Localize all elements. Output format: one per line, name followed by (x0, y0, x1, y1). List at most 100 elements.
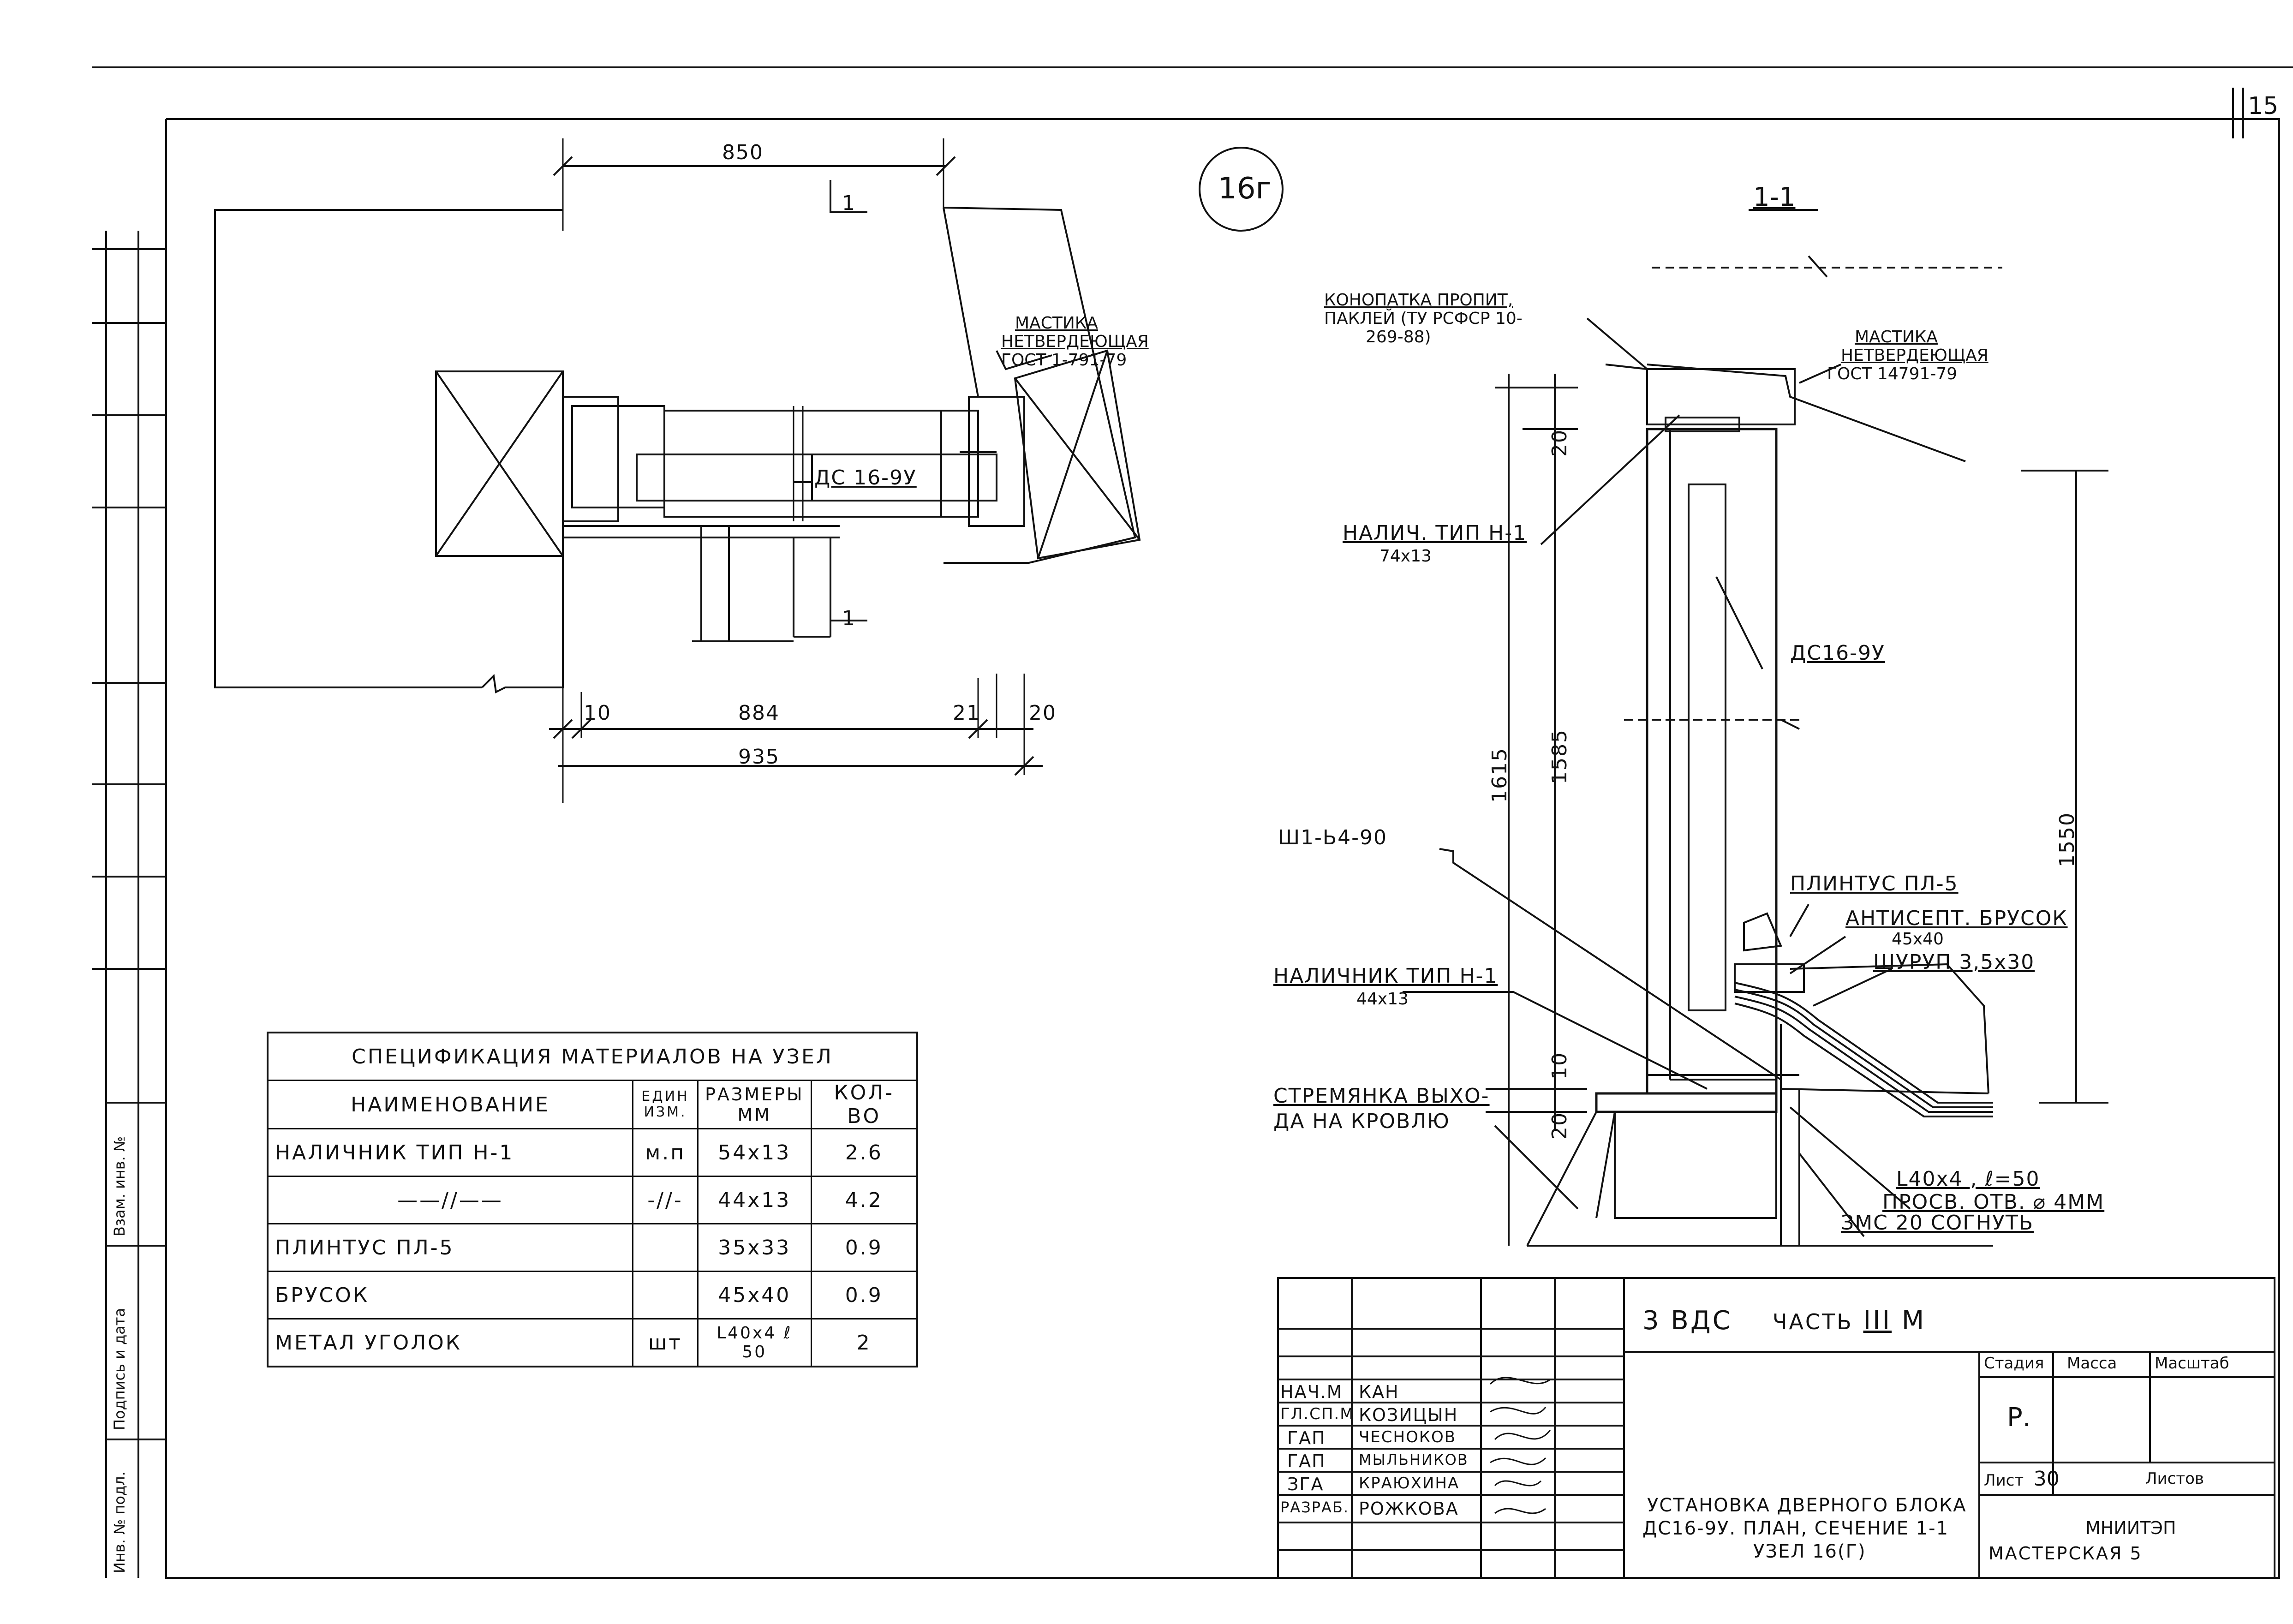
spec-cell-unit: -//- (632, 1176, 699, 1224)
section-ladder-2: ДА НА КРОВЛЮ (1273, 1110, 1450, 1133)
plan-dim-mid: 884 (738, 701, 780, 725)
section-product: Ш1-Ь4-90 (1278, 826, 1387, 849)
spec-header-name: НАИМЕНОВАНИЕ (267, 1080, 633, 1129)
section-dim-1585: 1585 (1548, 729, 1571, 784)
spec-cell-unit (632, 1223, 699, 1272)
section-angle-hole: ПРОСВ. ОТВ. ⌀ 4ММ (1882, 1190, 2105, 1214)
section-bend: ЗМС 20 СОГНУТЬ (1841, 1211, 2034, 1235)
tb-stage-header: Стадия (1984, 1354, 2044, 1373)
tb-project-code: 3 ВДС (1642, 1306, 1732, 1336)
tb-sheet-word: Лист (1984, 1471, 2024, 1490)
table-row: БРУСОК 45x40 0.9 (267, 1271, 918, 1320)
section-title: 1-1 (1753, 182, 1796, 212)
section-dim-1550: 1550 (2055, 812, 2079, 867)
plan-mastic-3: ГОСТ 1-791-79 (1001, 351, 1127, 370)
section-dim-20a: 20 (1548, 429, 1571, 457)
page-mark: 15 (2248, 92, 2279, 120)
table-row: МЕТАЛ УГОЛОК шт L40x4 ℓ 50 2 (267, 1318, 918, 1367)
tb-role-0: НАЧ.М (1280, 1382, 1343, 1402)
tb-name-3: МЫЛЬНИКОВ (1359, 1451, 1469, 1469)
plan-dim-r1: 21 (953, 701, 980, 725)
side-stamp-replace: Взам. инв. № (111, 1136, 128, 1236)
section-mastic-2: НЕТВЕРДЕЮЩАЯ (1841, 346, 1988, 365)
section-trim-bottom-size: 44x13 (1356, 990, 1409, 1009)
spec-cell-size: 54x13 (697, 1128, 812, 1177)
spec-header-unit: ЕДИН ИЗМ. (632, 1080, 699, 1129)
section-bar-size: 45x40 (1892, 930, 1944, 949)
spec-cell-size: L40x4 ℓ 50 (697, 1318, 812, 1367)
spec-cell-name: НАЛИЧНИК ТИП Н-1 (267, 1128, 633, 1177)
tb-stage-value: Р. (2007, 1403, 2031, 1433)
side-stamp-inv: Инв. № подл. (111, 1471, 128, 1573)
plan-door-label: ДС 16-9У (814, 466, 917, 490)
section-dim-10: 10 (1548, 1052, 1571, 1080)
tb-desc-1: УСТАНОВКА ДВЕРНОГО БЛОКА (1647, 1495, 1967, 1516)
spec-cell-qty: 4.2 (810, 1176, 918, 1224)
tb-name-0: КАН (1359, 1382, 1399, 1402)
spec-title-row: СПЕЦИФИКАЦИЯ МАТЕРИАЛОВ НА УЗЕЛ (267, 1032, 918, 1081)
table-row: ПЛИНТУС ПЛ-5 35x33 0.9 (267, 1223, 918, 1272)
plan-dim-total: 935 (738, 745, 780, 769)
spec-header-qty: КОЛ-ВО (810, 1080, 918, 1129)
section-bar: АНТИСЕПТ. БРУСОК (1845, 907, 2068, 930)
plan-mastic-1: МАСТИКА (1015, 314, 1098, 333)
tb-desc-3: УЗЕЛ 16(Г) (1753, 1541, 1866, 1562)
spec-cell-name: ——//—— (267, 1176, 633, 1224)
section-trim-top-size: 74x13 (1379, 547, 1432, 566)
section-caulk-2: ПАКЛЕЙ (ТУ РСФСР 10- (1324, 309, 1523, 328)
section-mastic-1: МАСТИКА (1855, 328, 1938, 346)
tb-mass-header: Масса (2067, 1354, 2117, 1373)
side-stamp-sign: Подпись и дата (111, 1308, 128, 1430)
tb-project: 3 ВДС ЧАСТЬ III М (1642, 1306, 1926, 1336)
spec-cell-qty: 2 (810, 1318, 918, 1367)
section-door-label: ДС16-9У (1790, 641, 1885, 665)
section-caulk-3: 269-88) (1366, 328, 1431, 346)
plan-dim-top: 850 (722, 141, 764, 164)
plan-dim-left: 10 (584, 701, 611, 725)
tb-scale-header: Масштаб (2155, 1354, 2229, 1373)
section-trim-top: НАЛИЧ. ТИП Н-1 (1343, 521, 1527, 545)
spec-cell-qty: 0.9 (810, 1271, 918, 1320)
spec-cell-unit (632, 1271, 699, 1320)
tb-org-1: МНИИТЭП (2085, 1518, 2176, 1538)
tb-name-5: РОЖКОВА (1359, 1499, 1459, 1519)
tb-part-suffix: М (1901, 1306, 1926, 1336)
tb-role-3: ГАП (1287, 1451, 1326, 1471)
tb-role-2: ГАП (1287, 1428, 1326, 1448)
section-dim-1615: 1615 (1488, 747, 1511, 803)
section-dim-20b: 20 (1548, 1112, 1571, 1140)
tb-org-2: МАСТЕРСКАЯ 5 (1988, 1543, 2143, 1564)
tb-part-num: III (1863, 1306, 1892, 1336)
plan-section-mark-bottom: 1 (842, 607, 856, 630)
table-row: ——//—— -//- 44x13 4.2 (267, 1176, 918, 1224)
section-caulk-1: КОНОПАТКА ПРОПИТ, (1324, 291, 1513, 310)
section-angle: L40x4 , ℓ=50 (1896, 1167, 2040, 1191)
tb-name-2: ЧЕСНОКОВ (1359, 1428, 1457, 1446)
spec-cell-size: 35x33 (697, 1223, 812, 1272)
tb-sheets-label: Листов (2145, 1469, 2204, 1488)
plan-mastic-2: НЕТВЕРДЕЮЩАЯ (1001, 332, 1149, 351)
section-screw: ШУРУП 3,5x30 (1873, 950, 2035, 974)
spec-cell-size: 45x40 (697, 1271, 812, 1320)
spec-cell-name: ПЛИНТУС ПЛ-5 (267, 1223, 633, 1272)
tb-part: ЧАСТЬ (1772, 1309, 1853, 1334)
spec-table: СПЕЦИФИКАЦИЯ МАТЕРИАЛОВ НА УЗЕЛ НАИМЕНОВ… (267, 1032, 918, 1367)
spec-cell-size: 44x13 (697, 1176, 812, 1224)
table-row: НАЛИЧНИК ТИП Н-1 м.п 54x13 2.6 (267, 1128, 918, 1177)
spec-cell-name: МЕТАЛ УГОЛОК (267, 1318, 633, 1367)
tb-role-1: ГЛ.СП.М (1280, 1405, 1355, 1423)
section-ladder-1: СТРЕМЯНКА ВЫХО- (1273, 1084, 1490, 1108)
spec-cell-unit: шт (632, 1318, 699, 1367)
spec-title: СПЕЦИФИКАЦИЯ МАТЕРИАЛОВ НА УЗЕЛ (267, 1032, 918, 1081)
tb-desc-2: ДС16-9У. ПЛАН, СЕЧЕНИЕ 1-1 (1642, 1518, 1949, 1539)
section-plinth: ПЛИНТУС ПЛ-5 (1790, 872, 1959, 896)
spec-cell-qty: 0.9 (810, 1223, 918, 1272)
node-number: 16г (1218, 172, 1272, 206)
spec-header-size: РАЗМЕРЫ ММ (697, 1080, 812, 1129)
spec-cell-name: БРУСОК (267, 1271, 633, 1320)
spec-header-row: НАИМЕНОВАНИЕ ЕДИН ИЗМ. РАЗМЕРЫ ММ КОЛ-ВО (267, 1080, 918, 1129)
plan-section-mark-top: 1 (842, 191, 856, 215)
tb-sheet-num: 30 (2033, 1467, 2060, 1491)
section-trim-bottom: НАЛИЧНИК ТИП Н-1 (1273, 964, 1498, 988)
